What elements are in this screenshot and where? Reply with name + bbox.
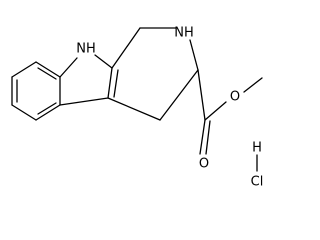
bond-pyrrole-1 [59, 57, 78, 78]
beta-carboline-ester-hcl-structure: NH NH O O H Cl [11, 26, 264, 190]
bond-pip-5 [107, 97, 161, 121]
bond-pip-1 [111, 27, 141, 69]
bond-methyl [243, 77, 263, 93]
bond-pyrrole-double [113, 69, 119, 98]
bond-benz-6 [11, 61, 37, 78]
hydrogen-label: H [252, 141, 262, 156]
piperidine-ring [107, 27, 199, 121]
bond-ester-c [197, 69, 206, 121]
bond-ester-o [204, 101, 227, 121]
bond-benz-double-2 [37, 102, 57, 115]
bond-pyrrole-4 [59, 97, 109, 106]
bond-benz-3 [35, 104, 61, 121]
bond-benz-5 [35, 61, 61, 78]
bond-pip-4 [159, 69, 199, 121]
indole-nh-label: NH [76, 42, 96, 57]
benzene-ring [11, 61, 61, 121]
bond-carbonyl-2 [205, 120, 211, 155]
ring-nh-label: NH [174, 26, 194, 41]
bond-benz-2 [11, 104, 37, 121]
ester-oxygen-label: O [230, 90, 240, 105]
bond-pyrrole-2 [94, 54, 113, 69]
chlorine-label: Cl [251, 175, 264, 190]
carbonyl-oxygen-label: O [199, 157, 209, 172]
bond-pip-3 [189, 39, 199, 71]
methyl-ester-group [197, 69, 263, 155]
bond-carbonyl-1 [199, 119, 206, 155]
bond-pyrrole-3 [107, 67, 113, 99]
bond-benz-double-3 [37, 67, 57, 80]
pyrrole-ring [59, 54, 119, 106]
